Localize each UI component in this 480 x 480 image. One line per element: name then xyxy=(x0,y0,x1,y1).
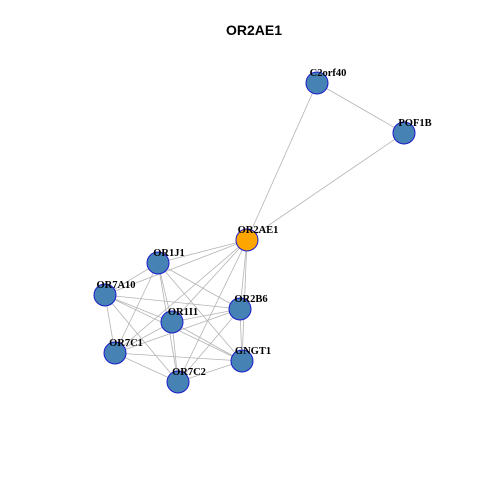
edge-or2ae1-or7a10 xyxy=(104,239,248,296)
node-label-or7a10: OR7A10 xyxy=(96,280,135,291)
node-or1i1[interactable] xyxy=(160,310,184,334)
edge-or7c1-or7c2 xyxy=(114,352,179,383)
edge-or2ae1-or7c2 xyxy=(177,239,248,383)
node-or1j1[interactable] xyxy=(146,251,170,275)
edge-or2b6-or1i1 xyxy=(171,308,241,323)
edge-or2ae1-or2b6 xyxy=(239,239,248,310)
edge-or7a10-or1i1 xyxy=(104,294,173,323)
node-label-or2ae1: OR2AE1 xyxy=(238,225,279,236)
node-or7a10[interactable] xyxy=(93,283,117,307)
edge-pof1b-or2ae1 xyxy=(246,132,405,241)
node-label-pof1b: POF1B xyxy=(398,118,431,129)
edge-or2ae1-or1j1 xyxy=(157,239,248,264)
edge-or7a10-or2b6 xyxy=(104,294,241,310)
node-c2orf40[interactable] xyxy=(305,71,329,95)
edge-or2ae1-or1i1 xyxy=(171,239,248,323)
edge-or2b6-or7c2 xyxy=(177,308,241,383)
plot-title: OR2AE1 xyxy=(226,22,282,38)
edge-c2orf40-pof1b xyxy=(316,82,405,134)
node-label-or7c1: OR7C1 xyxy=(109,338,143,349)
node-gngt1[interactable] xyxy=(230,349,254,373)
edge-or7c1-gngt1 xyxy=(114,352,243,362)
node-label-c2orf40: C2orf40 xyxy=(310,68,347,79)
node-or7c2[interactable] xyxy=(166,370,190,394)
node-label-or1j1: OR1J1 xyxy=(153,248,185,259)
edge-or2ae1-or7c1 xyxy=(114,239,248,354)
edge-layer xyxy=(104,82,405,383)
node-label-or1i1: OR1I1 xyxy=(168,307,198,318)
node-or2ae1[interactable] xyxy=(235,228,259,252)
edge-or1j1-gngt1 xyxy=(157,262,243,362)
node-label-or2b6: OR2B6 xyxy=(234,294,267,305)
node-label-or7c2: OR7C2 xyxy=(172,367,206,378)
edge-or1j1-or2b6 xyxy=(157,262,241,310)
node-or2b6[interactable] xyxy=(228,297,252,321)
node-or7c1[interactable] xyxy=(103,341,127,365)
edge-c2orf40-or2ae1 xyxy=(246,82,318,241)
node-pof1b[interactable] xyxy=(392,121,416,145)
node-label-gngt1: GNGT1 xyxy=(235,346,271,357)
node-layer xyxy=(93,71,416,394)
edge-or1i1-gngt1 xyxy=(171,321,243,362)
